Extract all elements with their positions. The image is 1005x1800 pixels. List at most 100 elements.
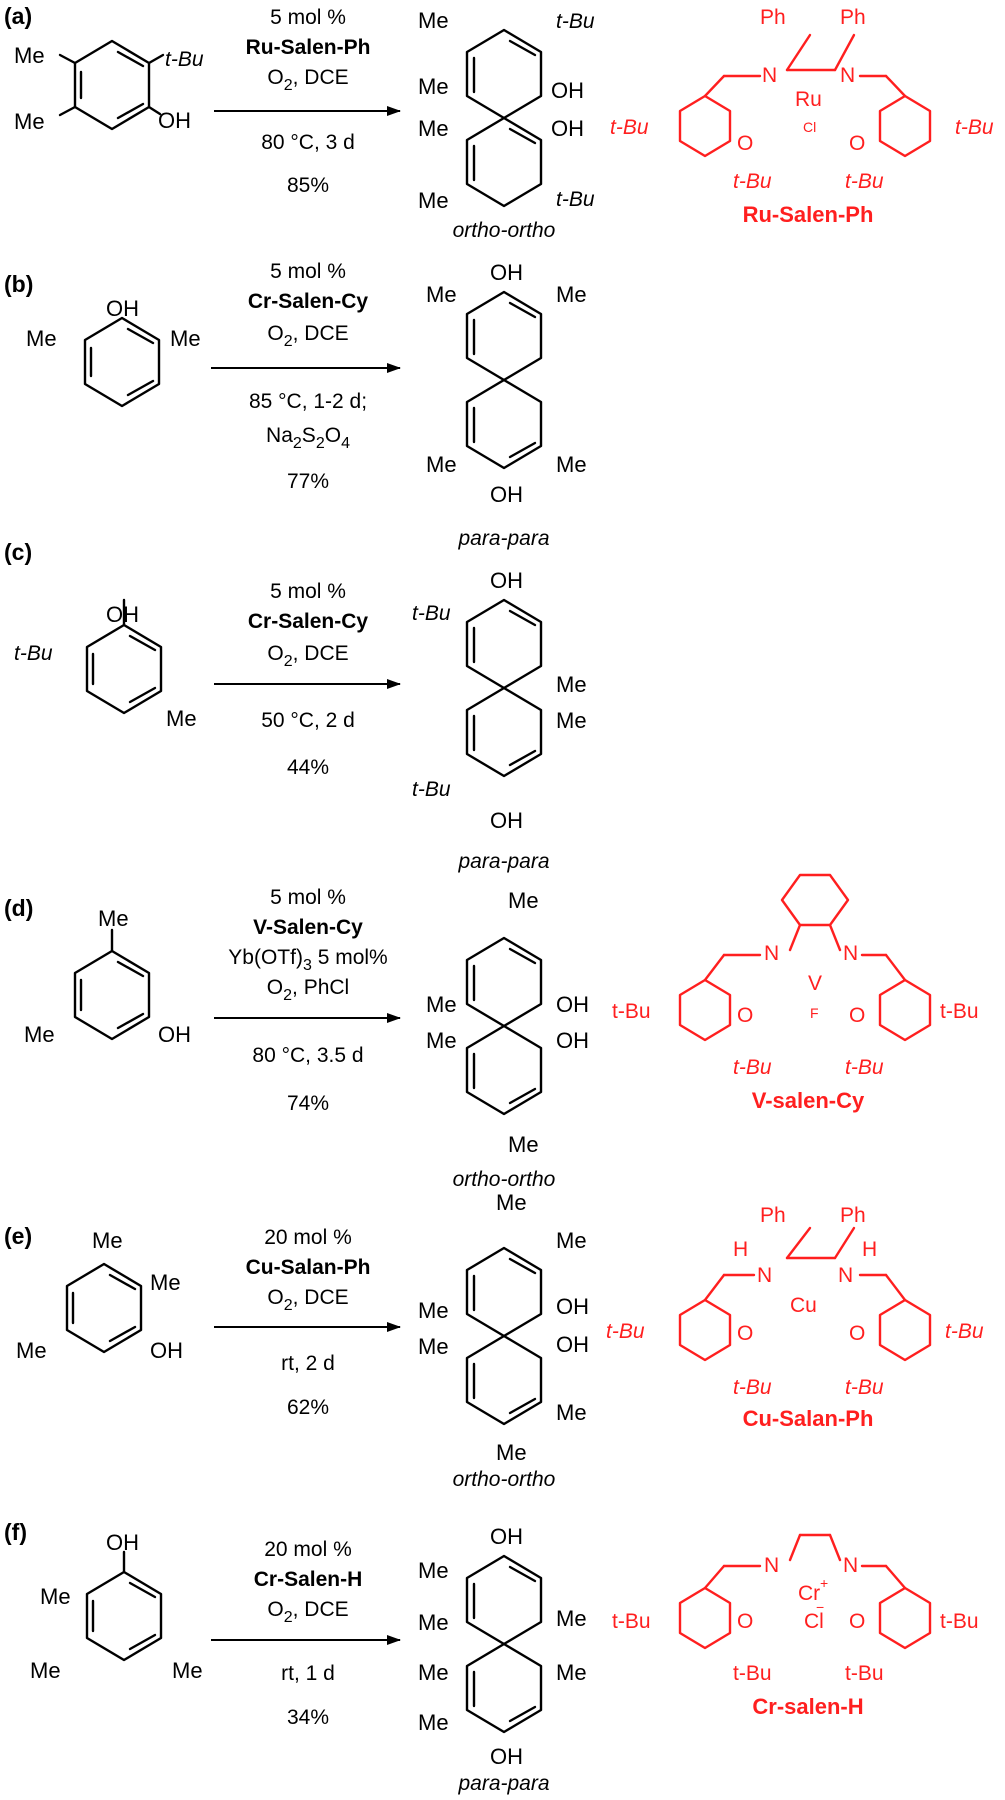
product-e-me-5: Me: [556, 1400, 587, 1425]
cond-b-reductant: Na2S2O4: [266, 424, 350, 452]
reactant-e-me-1: Me: [92, 1228, 123, 1253]
product-d-me-2: Me: [426, 992, 457, 1017]
reactant-a: t-Bu Me Me OH: [14, 39, 204, 134]
cat-a-tbu-4: t-Bu: [845, 170, 884, 193]
product-b: OH OH Me Me Me Me para-para: [426, 260, 587, 550]
cat-f-n-2: N: [843, 1554, 858, 1577]
cond-c-oxidant: O2, DCE: [267, 642, 348, 670]
cat-e-cu: Cu: [790, 1294, 817, 1317]
cond-d-oxidant: O2, PhCl: [267, 976, 349, 1004]
product-f-oh-1: OH: [490, 1524, 523, 1549]
product-a-oh-1: OH: [551, 78, 584, 103]
panel-d-label: (d): [4, 895, 33, 921]
reactant-b: OH Me Me: [26, 296, 201, 408]
cat-a-n-2: N: [840, 64, 855, 87]
reactant-b-me-2: Me: [170, 326, 201, 351]
reactant-c: OH t-Bu Me: [14, 598, 197, 731]
reactant-a-me-2: Me: [14, 109, 45, 134]
cat-a-tbu-1: t-Bu: [610, 116, 649, 139]
cond-e-yield: 62%: [287, 1396, 329, 1419]
product-f-me-3: Me: [556, 1606, 587, 1631]
cat-f-n-1: N: [764, 1554, 779, 1577]
cat-d-tbu-4: t-Bu: [845, 1056, 884, 1079]
product-d-oh-2: OH: [556, 1028, 589, 1053]
catalyst-d: N N V F O O t-Bu t-Bu t-Bu t-Bu V-salen-…: [612, 873, 979, 1113]
cat-d-o-2: O: [849, 1004, 865, 1027]
panel-e-label: (e): [4, 1223, 32, 1249]
cond-d-yield: 74%: [287, 1092, 329, 1115]
reactant-a-me-1: Me: [14, 43, 45, 68]
cat-f-tbu-4: t-Bu: [845, 1662, 884, 1685]
reactant-c-oh: OH: [106, 602, 139, 627]
cat-e-tbu-3: t-Bu: [733, 1376, 772, 1399]
cat-a-o-2: O: [849, 132, 865, 155]
cat-e-tbu-2: t-Bu: [945, 1320, 984, 1343]
panel-d: (d) Me Me OH 5 mol % V-Salen-Cy Yb(OTf)3…: [4, 873, 979, 1191]
cond-e-loading: 20 mol %: [264, 1226, 352, 1249]
cond-f-oxidant: O2, DCE: [267, 1598, 348, 1626]
cat-a-cl: Cl: [803, 119, 816, 135]
cond-b-catalyst: Cr-Salen-Cy: [248, 290, 369, 313]
catalyst-f: N N Cr + − Cl O O t-Bu t-Bu t-Bu t-Bu Cr…: [612, 1533, 979, 1719]
cat-d-tbu-3: t-Bu: [733, 1056, 772, 1079]
product-d-me-3: Me: [426, 1028, 457, 1053]
cond-e-catalyst: Cu-Salan-Ph: [246, 1256, 371, 1279]
product-a-me-3: Me: [418, 116, 449, 141]
product-f-me-6: Me: [418, 1710, 449, 1735]
cond-c-loading: 5 mol %: [270, 580, 346, 603]
product-e-me-4: Me: [418, 1334, 449, 1359]
product-e-me-1: Me: [496, 1190, 527, 1215]
product-f: OH OH Me Me Me Me Me Me para-para: [418, 1524, 587, 1795]
product-a-me-2: Me: [418, 74, 449, 99]
cond-c-catalyst: Cr-Salen-Cy: [248, 610, 369, 633]
product-d-me-4: Me: [508, 1132, 539, 1157]
product-e-oh-2: OH: [556, 1332, 589, 1357]
cond-d-loading: 5 mol %: [270, 886, 346, 909]
reactant-c-me: Me: [166, 706, 197, 731]
product-c: OH OH t-Bu t-Bu Me Me para-para: [412, 568, 587, 873]
product-b-me-4: Me: [556, 452, 587, 477]
product-e-me-3: Me: [418, 1298, 449, 1323]
reactant-f-me-3: Me: [172, 1658, 203, 1683]
selectivity-d: ortho-ortho: [453, 1168, 556, 1191]
cat-a-ph-2: Ph: [840, 6, 866, 29]
product-f-me-4: Me: [418, 1660, 449, 1685]
selectivity-f: para-para: [457, 1772, 549, 1795]
reactant-a-oh: OH: [158, 108, 191, 133]
product-a-me-1: Me: [418, 8, 449, 33]
product-c-oh-1: OH: [490, 568, 523, 593]
reactant-f-me-2: Me: [30, 1658, 61, 1683]
product-c-tbu-2: t-Bu: [412, 778, 451, 801]
cat-a-ph-1: Ph: [760, 6, 786, 29]
panel-a: (a) t-Bu Me Me OH 5 mol % Ru-Salen-Ph O2…: [4, 3, 994, 242]
cat-d-o-1: O: [737, 1004, 753, 1027]
product-a-me-4: Me: [418, 188, 449, 213]
panel-b: (b) OH Me Me 5 mol % Cr-Salen-Cy O2, DCE…: [4, 260, 587, 550]
cond-b-temp: 85 °C, 1-2 d;: [249, 390, 367, 413]
reactant-f-me-1: Me: [40, 1584, 71, 1609]
cat-e-tbu-1: t-Bu: [606, 1320, 645, 1343]
cat-e-ph-2: Ph: [840, 1204, 866, 1227]
product-b-oh-1: OH: [490, 260, 523, 285]
reactant-e: Me Me Me OH: [16, 1228, 183, 1363]
product-b-me-1: Me: [426, 282, 457, 307]
product-a-tbu-1: t-Bu: [556, 10, 595, 33]
cat-e-tbu-4: t-Bu: [845, 1376, 884, 1399]
product-e: Me Me Me Me Me Me OH OH ortho-ortho: [418, 1190, 589, 1491]
product-a-tbu-2: t-Bu: [556, 188, 595, 211]
panel-a-label: (a): [4, 3, 32, 29]
conditions-e: 20 mol % Cu-Salan-Ph O2, DCE rt, 2 d 62%: [214, 1226, 401, 1419]
selectivity-c: para-para: [457, 850, 549, 873]
cat-d-name: V-salen-Cy: [752, 1088, 865, 1113]
catalyst-e: Ph Ph H H N N Cu O O t-Bu t-Bu t-Bu t-Bu…: [606, 1204, 984, 1431]
cat-a-tbu-2: t-Bu: [955, 116, 994, 139]
panel-f-label: (f): [4, 1519, 27, 1545]
product-a-oh-2: OH: [551, 116, 584, 141]
selectivity-a: ortho-ortho: [453, 219, 556, 242]
cat-e-n-1: N: [757, 1264, 772, 1287]
cat-e-o-2: O: [849, 1322, 865, 1345]
reactant-b-oh: OH: [106, 296, 139, 321]
cond-f-catalyst: Cr-Salen-H: [254, 1568, 363, 1591]
catalyst-a: Ph Ph N N Ru Cl O O t-Bu t-Bu t-Bu t-Bu …: [610, 6, 994, 227]
